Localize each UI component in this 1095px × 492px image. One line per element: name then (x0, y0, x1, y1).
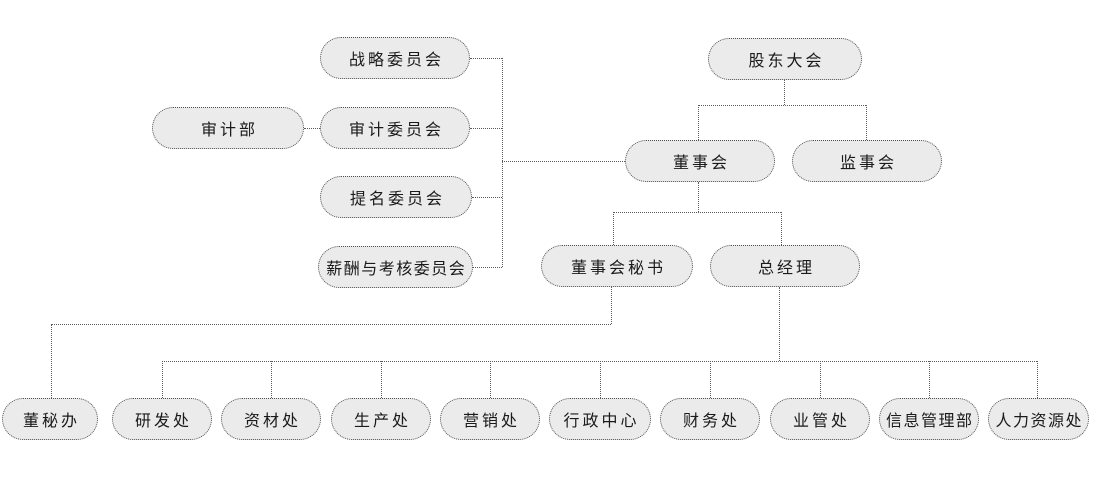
edge-secretary-office-drop-v (51, 324, 52, 398)
edge-remuneration-stub-h (473, 267, 502, 268)
edge-gm-drop-v (781, 212, 782, 245)
node-information-management-dept: 信息管理部 (879, 398, 979, 440)
node-nomination-committee: 提名委员会 (320, 176, 472, 218)
edge-board-v (698, 182, 699, 212)
node-board-secretary-office: 董秘办 (2, 398, 98, 440)
node-audit-department: 审计部 (152, 107, 304, 149)
edge-committee-spine-v (502, 58, 503, 267)
edge-bus-stub-admin-v (600, 361, 601, 398)
edge-board-drop-v (698, 105, 699, 140)
edge-bus-stub-production-v (381, 361, 382, 398)
edge-nomination-stub-h (472, 197, 502, 198)
edge-bus-stub-materials-v (271, 361, 272, 398)
node-materials-division: 资材处 (221, 398, 321, 440)
edge-secretary-drop-v (613, 212, 614, 245)
edge-committee-board-h (502, 161, 625, 162)
node-board-secretary: 董事会秘书 (541, 245, 693, 287)
node-audit-committee: 审计委员会 (320, 107, 470, 149)
edge-secretary-office-h (51, 324, 611, 325)
edge-gm-v (779, 287, 780, 361)
edge-bus-stub-hr-v (1037, 361, 1038, 398)
edge-bus-stub-marketing-v (490, 361, 491, 398)
node-supervisory-board: 监事会 (792, 140, 942, 182)
node-finance-division: 财务处 (660, 398, 760, 440)
edge-top-split-h (698, 105, 866, 106)
edge-bus-stub-finance-v (710, 361, 711, 398)
edge-audit-dept-link-h (304, 128, 320, 129)
edge-bus-stub-rnd-v (162, 361, 163, 398)
edge-supervisory-drop-v (866, 105, 867, 140)
node-marketing-division: 营销处 (440, 398, 540, 440)
edge-gm-bus-h (162, 361, 1037, 362)
edge-bus-stub-business-v (820, 361, 821, 398)
edge-board-split-h (613, 212, 781, 213)
edge-strategy-stub-h (470, 58, 502, 59)
edge-secretary-v (611, 287, 612, 324)
node-human-resources-division: 人力资源处 (988, 398, 1089, 440)
node-remuneration-assessment-committee: 薪酬与考核委员会 (318, 246, 473, 288)
edge-audit-committee-stub-h (470, 128, 502, 129)
edge-bus-stub-info-v (929, 361, 930, 398)
node-general-manager: 总经理 (710, 245, 860, 287)
edge-shareholders-drop-v (784, 80, 785, 105)
node-strategy-committee: 战略委员会 (320, 37, 470, 79)
node-production-division: 生产处 (331, 398, 431, 440)
node-board-of-directors: 董事会 (625, 140, 775, 182)
node-business-management-division: 业管处 (770, 398, 870, 440)
node-rnd-division: 研发处 (112, 398, 212, 440)
node-shareholders-meeting: 股东大会 (708, 38, 862, 80)
node-administrative-center: 行政中心 (549, 398, 651, 440)
